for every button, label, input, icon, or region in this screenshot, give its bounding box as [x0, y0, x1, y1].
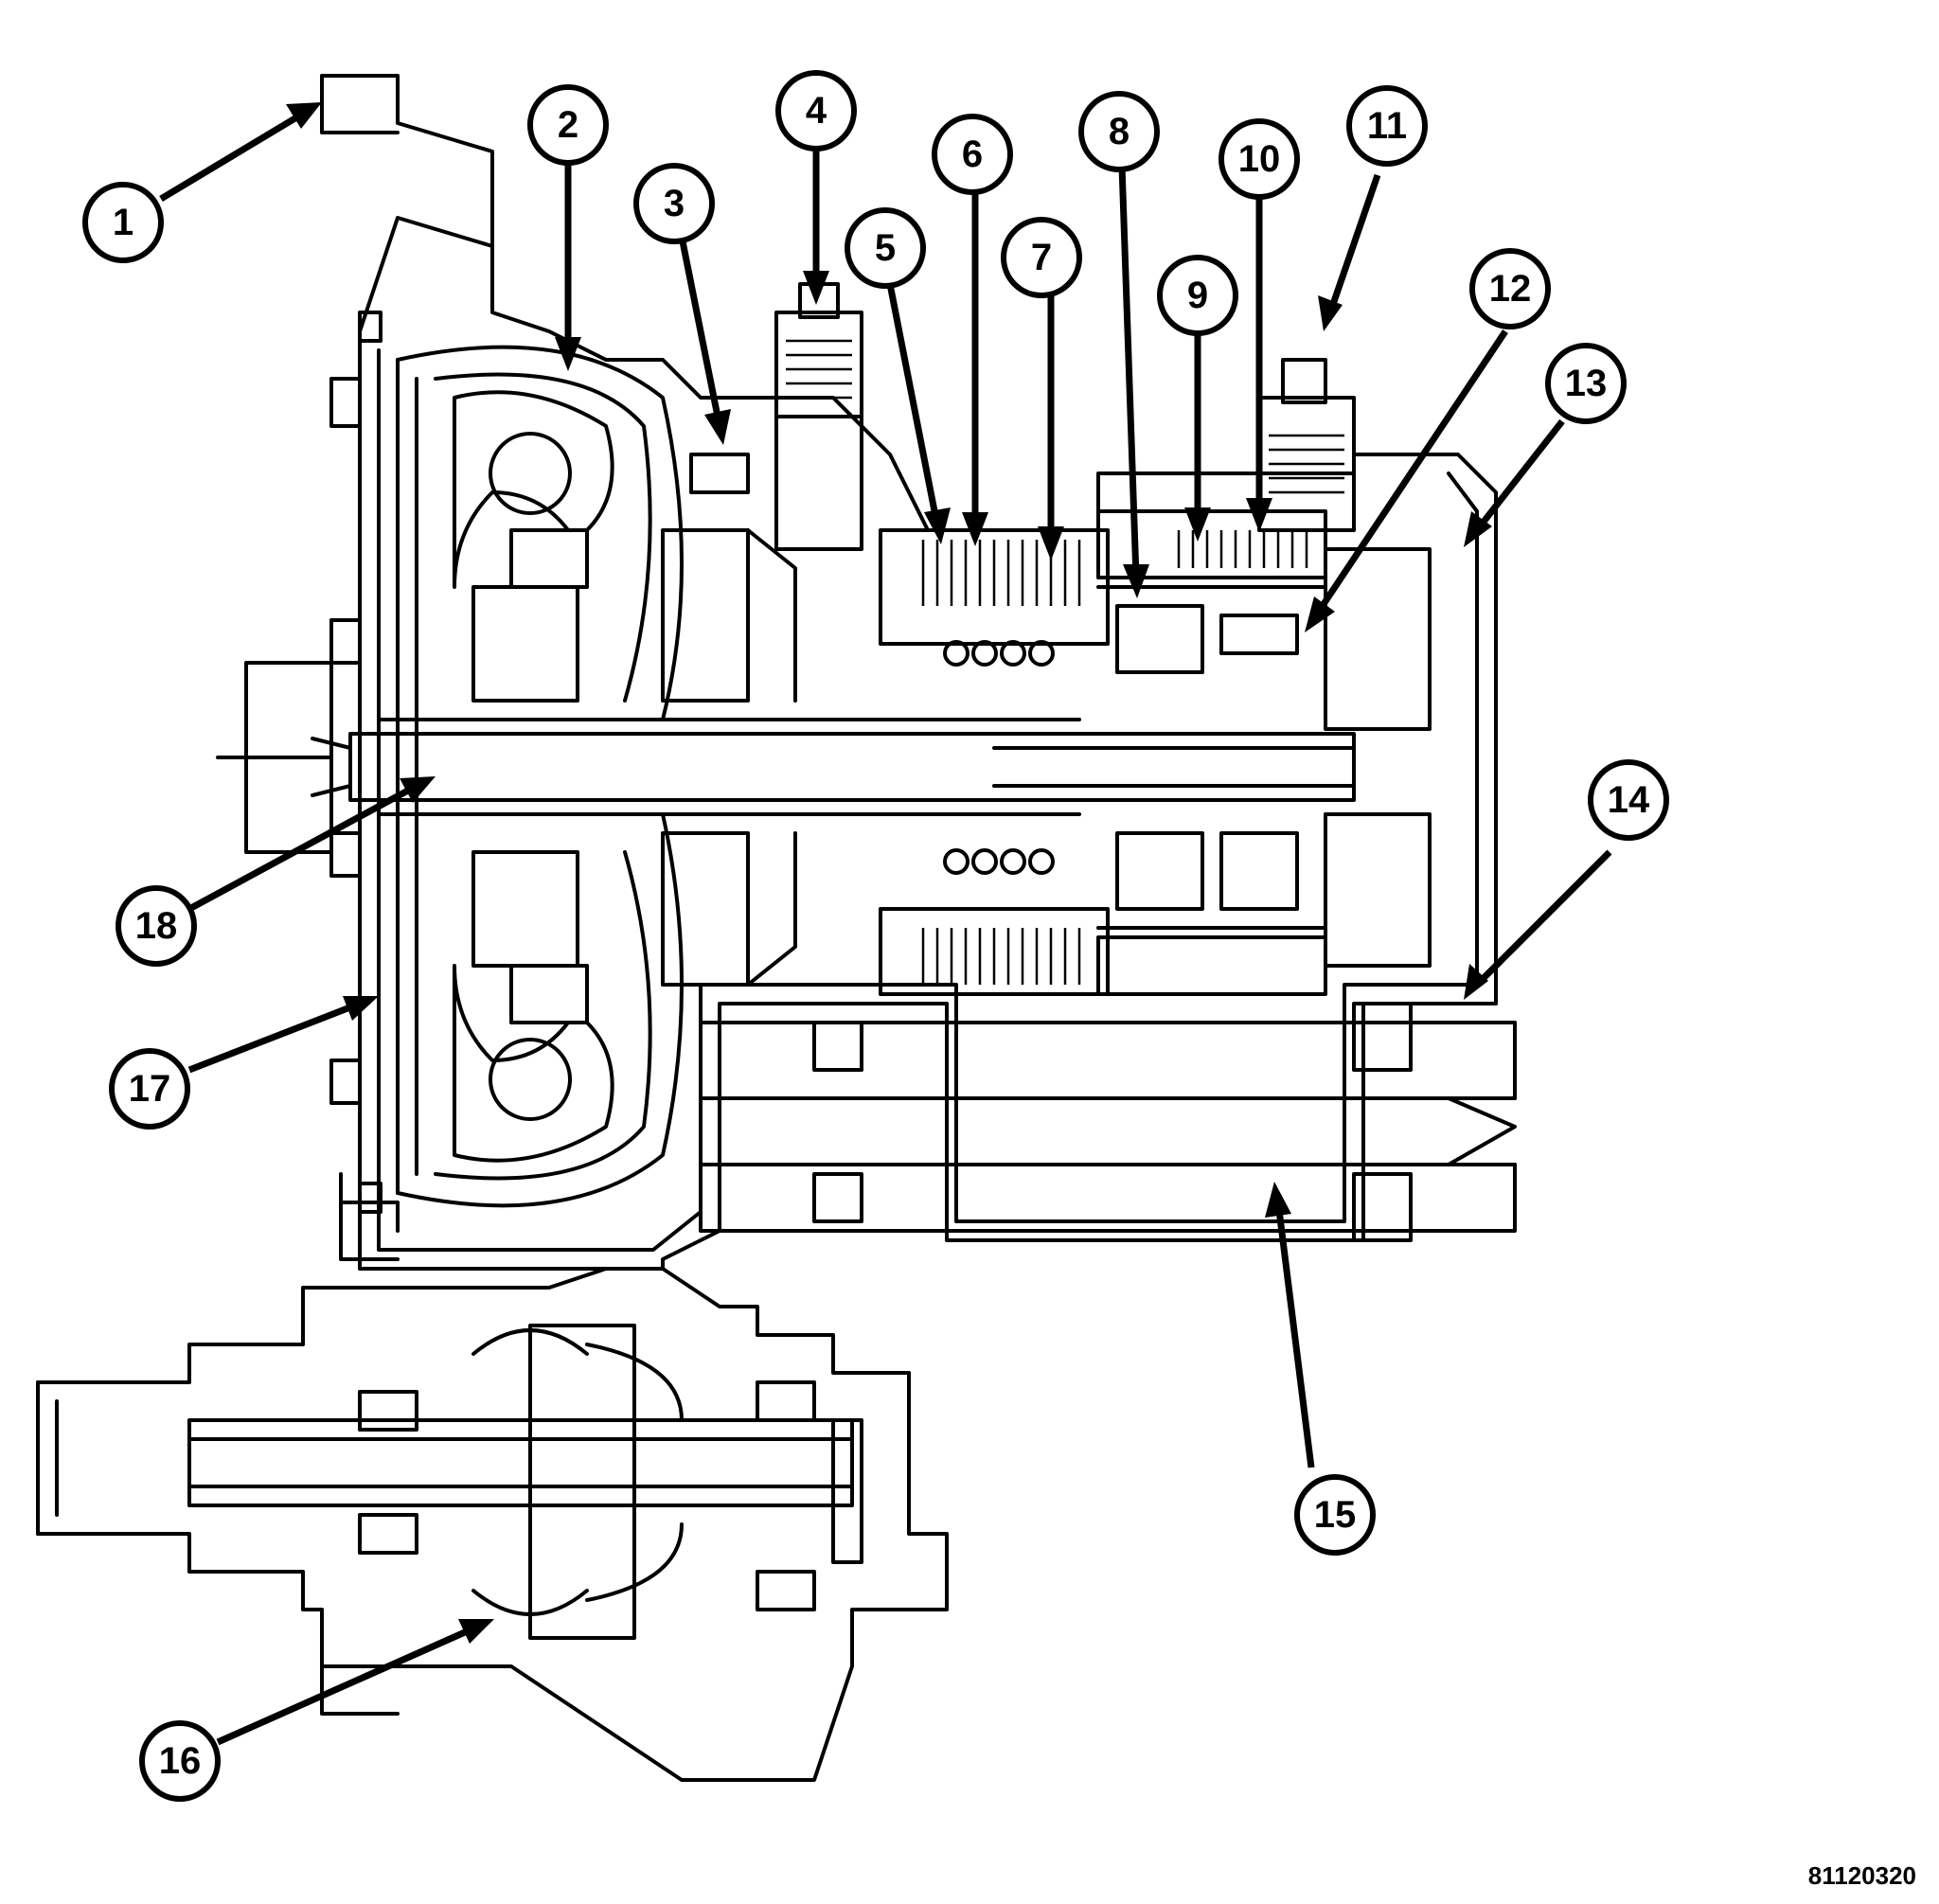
clutch-packs [879, 509, 1327, 996]
svg-text:7: 7 [1031, 237, 1052, 278]
callout-18: 18 [116, 885, 197, 967]
svg-text:9: 9 [1187, 275, 1208, 316]
svg-text:12: 12 [1489, 268, 1532, 310]
svg-text:2: 2 [558, 104, 578, 146]
differential [36, 1267, 949, 1782]
callout-5: 5 [845, 207, 926, 289]
callout-11: 11 [1346, 85, 1428, 167]
callout-12: 12 [1469, 248, 1551, 329]
svg-text:8: 8 [1109, 111, 1130, 152]
leader-arrows [159, 102, 1612, 1746]
callout-8: 8 [1078, 91, 1160, 172]
callout-9: 9 [1157, 255, 1238, 336]
svg-text:14: 14 [1608, 779, 1650, 821]
callout-3: 3 [633, 163, 715, 244]
input-shaft [216, 661, 1356, 854]
svg-text:11: 11 [1367, 105, 1407, 147]
callout-4: 4 [775, 70, 857, 151]
svg-text:6: 6 [962, 133, 983, 175]
svg-text:15: 15 [1314, 1494, 1357, 1536]
svg-text:3: 3 [664, 183, 685, 224]
svg-text:5: 5 [875, 227, 896, 269]
callout-17: 17 [109, 1048, 190, 1130]
torque-converter [396, 345, 684, 1208]
svg-text:10: 10 [1238, 138, 1281, 180]
svg-text:13: 13 [1565, 363, 1608, 404]
svg-text:1: 1 [113, 202, 133, 243]
callout-2: 2 [527, 84, 609, 166]
callout-6: 6 [932, 114, 1013, 195]
oil-pump [661, 453, 797, 987]
svg-text:4: 4 [806, 90, 827, 132]
transfer-shaft [699, 1002, 1517, 1242]
callout-16: 16 [139, 1720, 221, 1802]
callout-13: 13 [1545, 343, 1627, 424]
callout-14: 14 [1588, 759, 1669, 841]
svg-text:17: 17 [129, 1068, 171, 1110]
figure-id-label: 81120320 [1807, 1861, 1916, 1890]
planetary-gearsets [1096, 547, 1432, 968]
callout-1: 1 [82, 182, 164, 263]
svg-text:18: 18 [135, 905, 178, 947]
callout-15: 15 [1294, 1474, 1376, 1556]
callout-7: 7 [1001, 217, 1082, 298]
callout-10: 10 [1219, 118, 1300, 200]
svg-text:16: 16 [159, 1740, 202, 1782]
